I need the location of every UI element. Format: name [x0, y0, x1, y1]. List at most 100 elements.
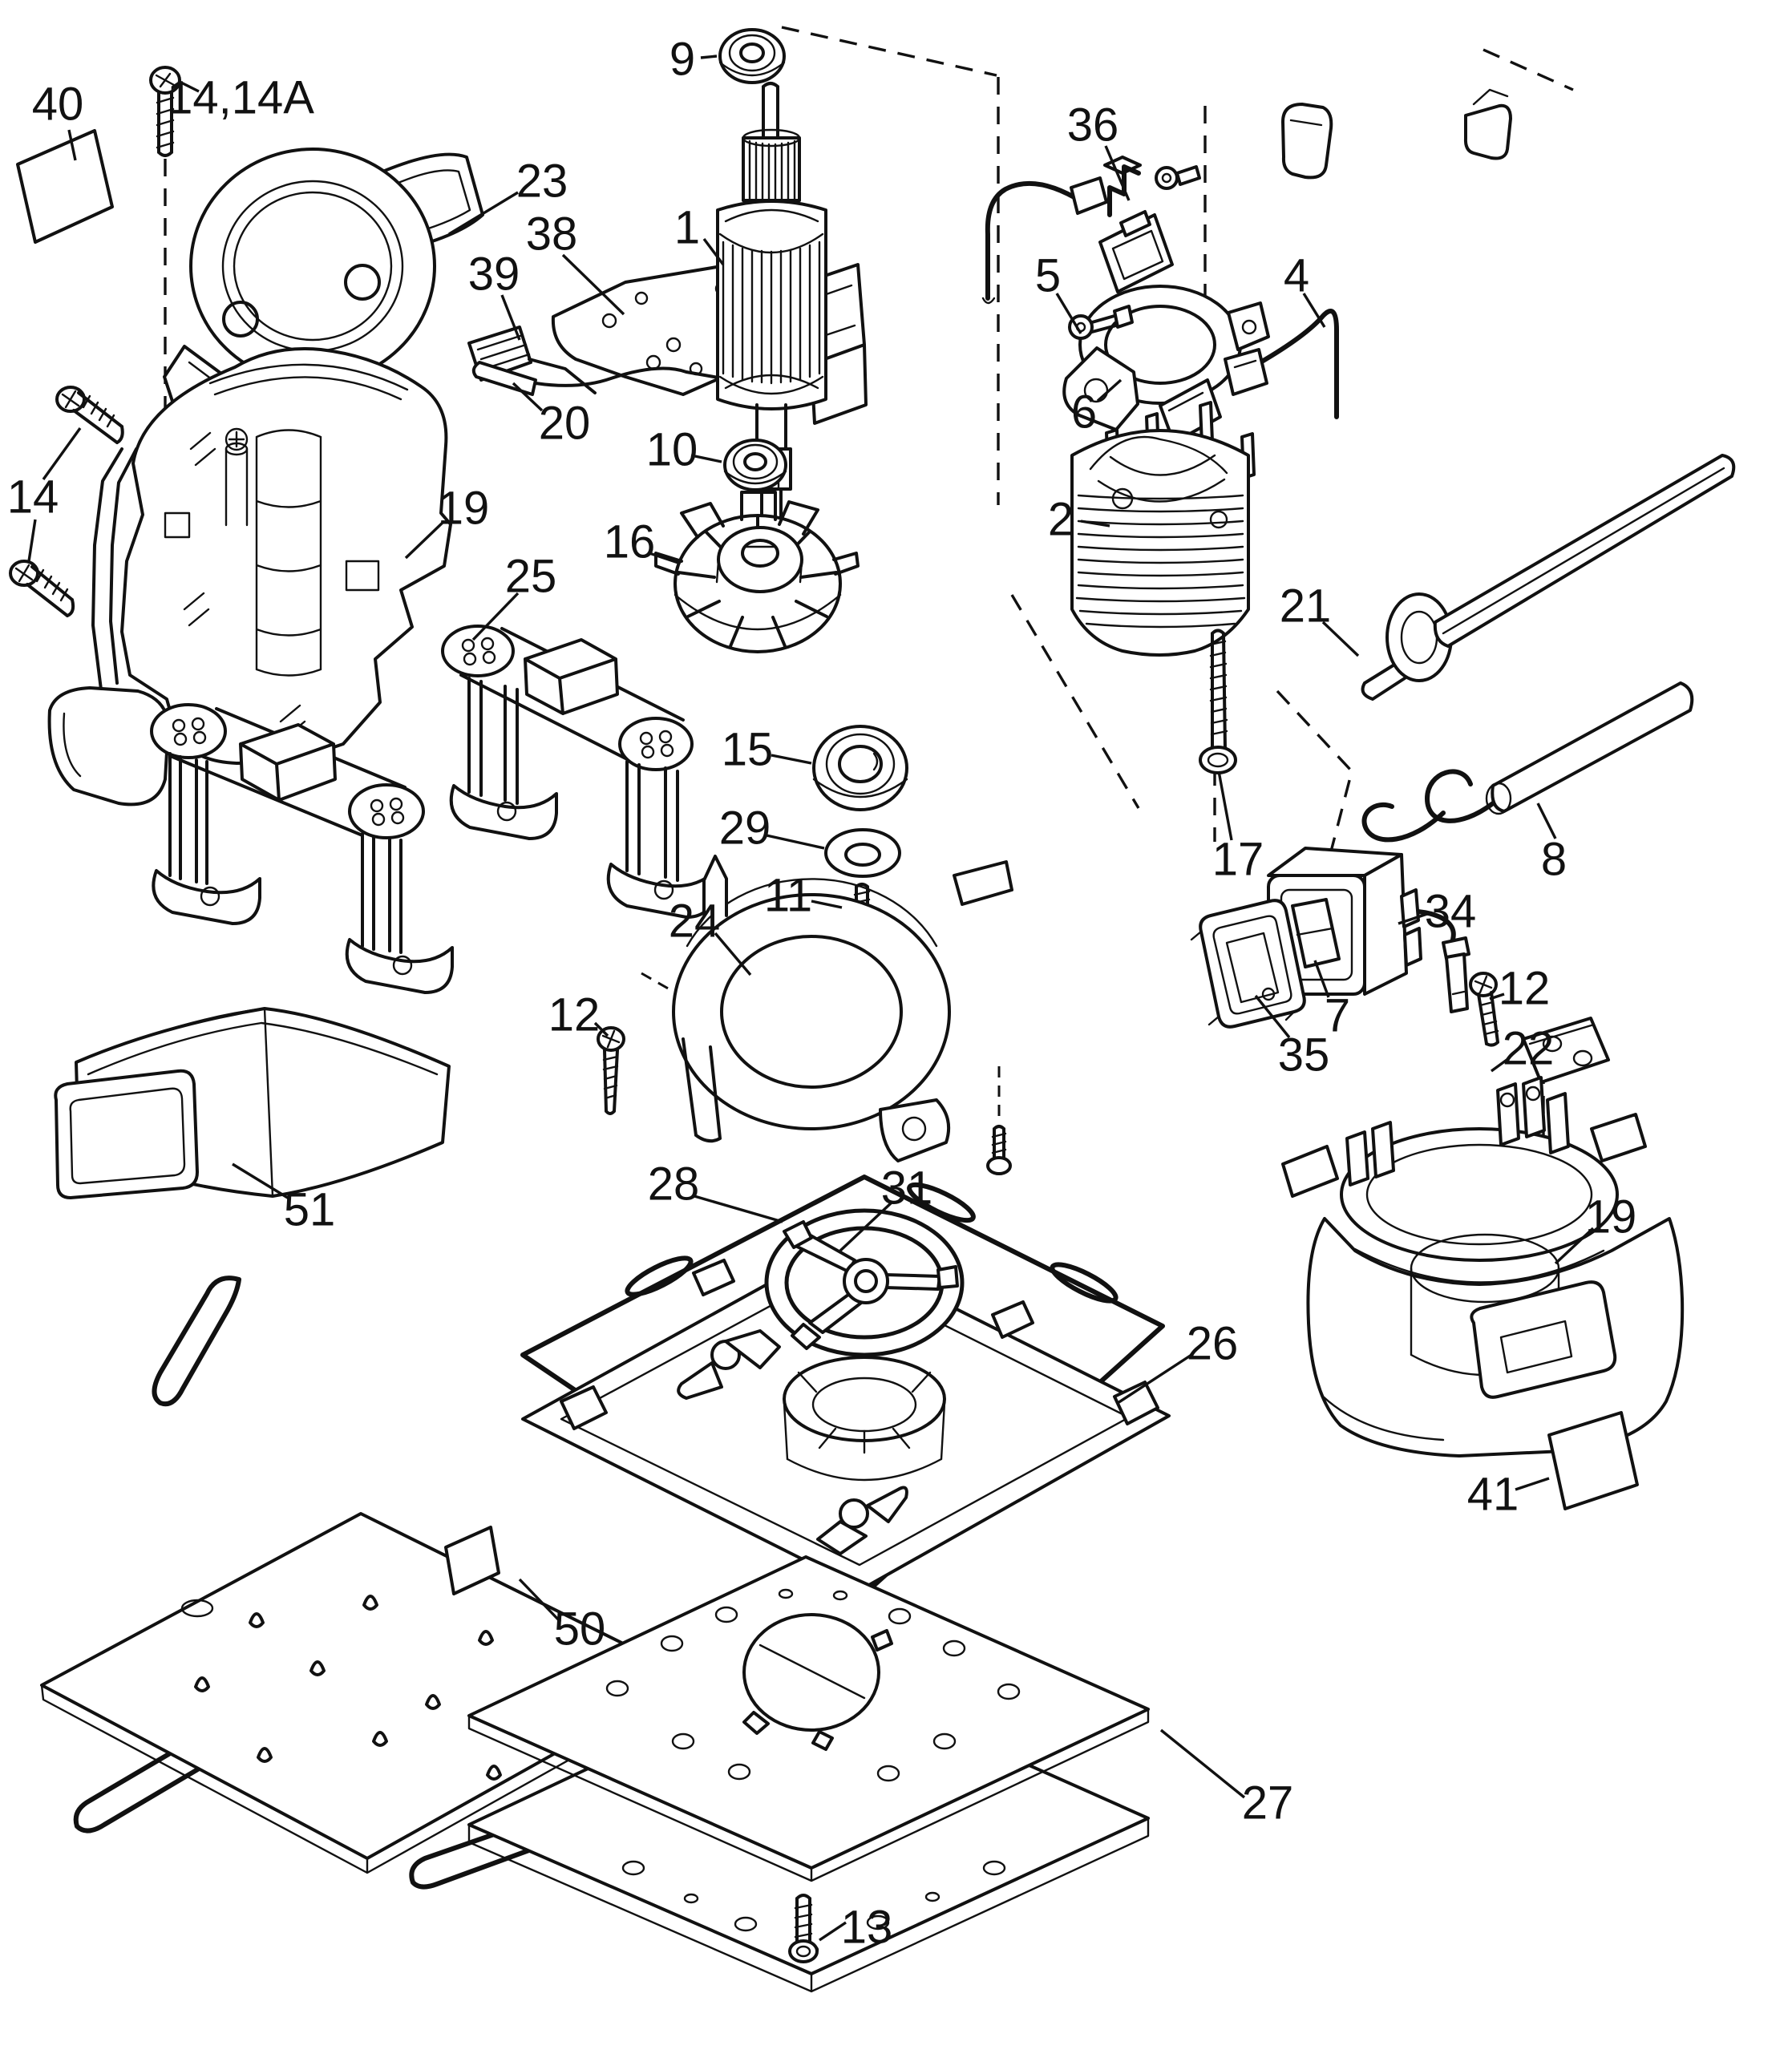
part-31-ring [764, 1208, 965, 1357]
leader-line-34 [1398, 912, 1428, 925]
part-14a-screw [149, 66, 181, 157]
part-12-screw-left [597, 1026, 625, 1115]
callout-label-25: 25 [505, 551, 557, 603]
leader-line-23 [448, 191, 519, 236]
callout-label-9: 9 [669, 34, 695, 86]
leader-line-9 [700, 55, 718, 59]
leader-line-19l [404, 520, 446, 560]
leader-line-26 [1117, 1353, 1192, 1405]
part-10-ball-bearing [723, 439, 787, 491]
callout-label-12r: 12 [1499, 963, 1551, 1015]
callout-label-51: 51 [284, 1184, 336, 1236]
leader-line-50 [518, 1578, 562, 1623]
leader-line-14l [42, 427, 82, 480]
leader-line-39 [500, 294, 521, 341]
part-12-screw-right [1469, 972, 1499, 1047]
callout-label-41: 41 [1467, 1469, 1519, 1521]
leader-line-35 [1254, 994, 1291, 1039]
callout-label-26: 26 [1187, 1318, 1239, 1370]
leader-line-22 [1491, 1057, 1510, 1073]
brush-posts [1281, 1076, 1647, 1198]
part-26-pad-base [521, 1246, 1171, 1591]
callout-label-20: 20 [539, 398, 591, 450]
part-19-housing-cutaway [47, 346, 452, 807]
callout-label-15: 15 [722, 724, 774, 776]
leader-line-21 [1321, 621, 1360, 657]
part-51-dust-cover [54, 1007, 451, 1199]
part-4-field-lead-wire [1224, 309, 1339, 419]
part-27-pads [467, 1555, 1150, 1993]
part-40-nameplate-sticker [16, 129, 114, 244]
leader-line-19r [1554, 1227, 1595, 1265]
leader-line-20 [512, 382, 544, 412]
callout-label-19r: 19 [1585, 1191, 1637, 1243]
callout-label-50: 50 [554, 1603, 606, 1656]
clamp-levers [677, 1329, 908, 1555]
leader-line-10 [690, 454, 722, 463]
leader-line-16 [649, 552, 679, 564]
callout-label-10: 10 [646, 424, 698, 476]
part-16-fan [654, 491, 860, 653]
leader-line-12l [593, 1021, 609, 1037]
plate-pins [194, 1595, 502, 1781]
leader-line-29 [766, 834, 825, 850]
callout-label-6: 6 [1071, 386, 1097, 439]
callout-label-4: 4 [1284, 250, 1309, 302]
part-35-switch-button [1190, 899, 1306, 1029]
callout-label-1: 1 [674, 202, 700, 254]
part-brush-holder-assembly [981, 88, 1512, 444]
part-pan-screw-small [986, 1125, 1012, 1175]
callout-label-17: 17 [1212, 834, 1264, 886]
leader-line-14l-1 [27, 519, 37, 562]
callout-label-39: 39 [468, 249, 520, 301]
part-21-cord-guard [1361, 454, 1736, 701]
callout-label-34: 34 [1425, 886, 1477, 938]
leader-line-31 [839, 1201, 893, 1252]
part-29-cup-washer [824, 828, 901, 878]
callout-label-2: 2 [1048, 494, 1074, 546]
callout-label-24: 24 [669, 896, 721, 948]
callout-label-27: 27 [1242, 1777, 1294, 1829]
leader-line-28 [694, 1195, 783, 1223]
leader-line-36 [1104, 145, 1131, 201]
callout-label-31: 31 [881, 1162, 933, 1215]
leader-line-25 [471, 592, 520, 641]
callout-label-12l: 12 [548, 989, 601, 1041]
callout-label-5: 5 [1035, 250, 1061, 302]
callout-label-11: 11 [764, 870, 812, 922]
leader-line-11 [811, 900, 843, 909]
part-22-clamp-plate [1522, 1017, 1610, 1084]
leader-line-38 [561, 253, 625, 316]
callout-label-29: 29 [719, 803, 771, 855]
leader-line-14-14a [179, 80, 200, 93]
part-34-lead-wire [1354, 908, 1470, 1013]
callout-label-8: 8 [1541, 834, 1567, 886]
callout-label-35: 35 [1278, 1029, 1330, 1081]
leader-line-8 [1536, 803, 1557, 839]
callout-label-23: 23 [516, 156, 568, 208]
part-14-screws [9, 386, 124, 617]
leader-line-17 [1217, 770, 1233, 841]
part-19-motor-housing [1281, 1076, 1685, 1457]
callout-label-7: 7 [1325, 990, 1350, 1042]
leader-line-5 [1055, 293, 1082, 334]
part-13-screw [788, 1894, 819, 1963]
callout-label-21: 21 [1280, 580, 1332, 633]
part-15-ball-bearing [812, 725, 908, 811]
part-17-long-screw [1199, 629, 1237, 774]
leader-line-51 [232, 1162, 291, 1201]
callout-label-28: 28 [648, 1158, 700, 1211]
callout-label-40: 40 [32, 79, 84, 131]
callout-label-38: 38 [526, 208, 578, 261]
leader-line-40 [67, 129, 77, 161]
leader-line-15 [771, 754, 812, 765]
leader-line-6 [1096, 378, 1123, 402]
leader-line-1 [702, 237, 725, 266]
part-foot-bracket-lower [150, 703, 454, 994]
leader-line-13 [819, 1921, 847, 1942]
leader-line-4 [1302, 293, 1326, 328]
part-8-cord [1361, 681, 1694, 843]
part-6-brush-terminal [1062, 346, 1139, 431]
